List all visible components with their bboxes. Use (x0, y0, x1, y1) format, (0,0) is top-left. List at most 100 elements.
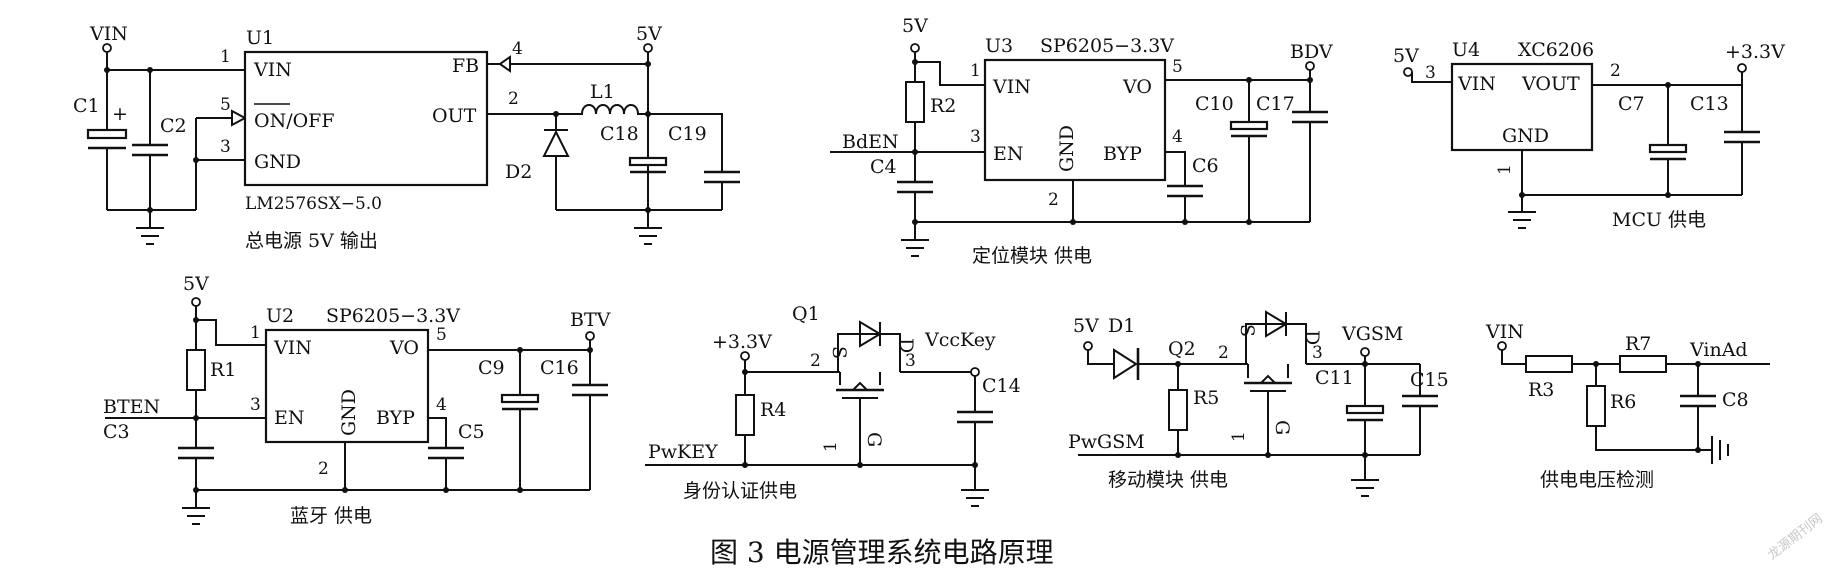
ground-symbol-icon (1711, 436, 1729, 464)
auth-3v3-terminal (740, 351, 750, 361)
c1-label: C1 (73, 95, 100, 117)
c14-label: C14 (982, 375, 1021, 397)
u4-pin-gnd: GND (1502, 125, 1549, 147)
l1-label: L1 (590, 81, 615, 103)
bluetooth-supply-circuit: 5V R1 BTEN C3 U2 SP6205−3.3V VIN EN VO B… (103, 273, 611, 527)
u1-pin-fb: FB (452, 55, 479, 77)
r6-label: R6 (1610, 391, 1636, 413)
u3-5v-terminal (910, 43, 920, 53)
gsm-supply-circuit: 5V D1 Q2 R5 PwGSM S D (1068, 310, 1449, 497)
c9-capacitor (500, 393, 540, 404)
u1-pin-gnd: GND (254, 151, 301, 173)
c15-label: C15 (1410, 369, 1449, 391)
u4-ref-label: U4 (1452, 39, 1480, 61)
ground-symbol-icon (634, 210, 662, 245)
c16-capacitor (572, 383, 608, 397)
r6-resistor (1586, 385, 1606, 427)
main-supply-circuit: VIN C1 + C2 U1 VIN ON/OFF GND FB OUT (73, 23, 740, 252)
mcu-supply-circuit: 5V 3 U4 XC6206 VIN VOUT GND 2 1 +3.3V C7… (1393, 39, 1785, 231)
u4-input-net-label: 5V (1393, 45, 1419, 67)
r3-label: R3 (1528, 379, 1554, 401)
c3-capacitor (178, 446, 214, 460)
c10-label: C10 (1195, 93, 1234, 115)
u1-pin-onoff: ON/OFF (254, 110, 335, 132)
bdv-terminal (1305, 61, 1315, 71)
c8-capacitor (1680, 394, 1716, 408)
vinad-net-label: VinAd (1689, 339, 1748, 361)
u4-pin-vin: VIN (1457, 73, 1496, 95)
q1-pin-s: S (828, 346, 850, 359)
u1-pin-vin: VIN (253, 59, 292, 81)
r5-resistor (1168, 389, 1188, 431)
r7-label: R7 (1625, 333, 1651, 355)
mcu-supply-caption: MCU 供电 (1612, 209, 1706, 231)
vcckey-terminal (970, 367, 980, 377)
bden-net-label: BdEN (842, 131, 899, 153)
d2-label: D2 (505, 161, 532, 183)
c14-capacitor (957, 410, 993, 424)
u1-pin-out: OUT (432, 105, 477, 127)
u2-pin-gnd: GND (338, 389, 360, 436)
q2-pin-s: S (1236, 324, 1258, 337)
c17-label: C17 (1256, 93, 1295, 115)
u2-regulator-ic (264, 328, 430, 444)
u1-pin5-number: 5 (220, 95, 231, 115)
u3-pin4-number: 4 (1172, 127, 1183, 147)
c17-capacitor (1292, 110, 1328, 124)
r7-resistor (1619, 355, 1667, 373)
r1-label: R1 (210, 359, 236, 381)
u4-pin1-number: 1 (1495, 164, 1515, 175)
u2-pin-en: EN (274, 407, 305, 429)
btv-terminal (585, 331, 595, 341)
u4-part-label: XC6206 (1518, 39, 1594, 61)
ground-symbol-icon (901, 222, 929, 257)
c7-capacitor (1648, 143, 1688, 154)
gsm-supply-caption: 移动模块 供电 (1108, 469, 1228, 491)
u4-ldo-ic (1450, 62, 1594, 152)
detect-vin-terminal (1497, 341, 1507, 351)
figure-title: 图 3 电源管理系统电路原理 (710, 536, 1054, 569)
u3-pin-byp: BYP (1103, 143, 1142, 165)
vgsm-net-label: VGSM (1341, 323, 1403, 345)
r5-label: R5 (1193, 387, 1219, 409)
ground-symbol-icon (1508, 195, 1536, 229)
q1-mosfet (836, 320, 901, 468)
q2-pin-d: D (1301, 330, 1323, 345)
c2-capacitor (132, 143, 168, 157)
u2-pin-byp: BYP (376, 407, 415, 429)
u4-pin2-number: 2 (1610, 61, 1621, 81)
l1-inductor (556, 104, 648, 115)
r2-label: R2 (930, 95, 956, 117)
c6-label: C6 (1192, 155, 1219, 177)
u2-part-label: SP6205−3.3V (326, 305, 460, 327)
u3-pin-vo: VO (1122, 76, 1152, 98)
pwkey-net-label: PwKEY (648, 441, 718, 463)
c2-label: C2 (160, 115, 187, 137)
watermark: 龙源期刊网 (1765, 511, 1825, 563)
c11-capacitor (1345, 404, 1385, 415)
u4-pin3-number: 3 (1425, 63, 1436, 83)
u2-pin-vo: VO (389, 337, 419, 359)
u2-ref-label: U2 (266, 305, 294, 327)
u3-regulator-ic (983, 58, 1167, 182)
u3-input-net-label: 5V (902, 15, 928, 37)
u2-pin-vin: VIN (273, 337, 312, 359)
c1-plus-label: + (112, 103, 128, 125)
r3-resistor (1525, 355, 1573, 373)
d1-diode (1113, 348, 1140, 380)
q1-pin2-number: 2 (810, 351, 821, 371)
c15-capacitor (1402, 394, 1438, 408)
btv-net-label: BTV (570, 309, 611, 331)
u3-pin2-number: 2 (1048, 190, 1059, 210)
ground-symbol-icon (961, 489, 989, 507)
q2-pin1-number: 1 (1229, 431, 1249, 442)
c4-capacitor (897, 180, 933, 194)
r2-resistor (905, 81, 925, 123)
positioning-supply-caption: 定位模块 供电 (972, 245, 1092, 267)
voltage-detect-circuit: VIN R3 R7 R6 VinAd C8 供电电压检测 (1485, 321, 1770, 491)
vgsm-terminal (1360, 347, 1370, 357)
q2-mosfet (1244, 310, 1307, 458)
q2-pin-g: G (1271, 420, 1293, 435)
c18-capacitor (628, 156, 668, 167)
d2-diode (542, 129, 570, 157)
